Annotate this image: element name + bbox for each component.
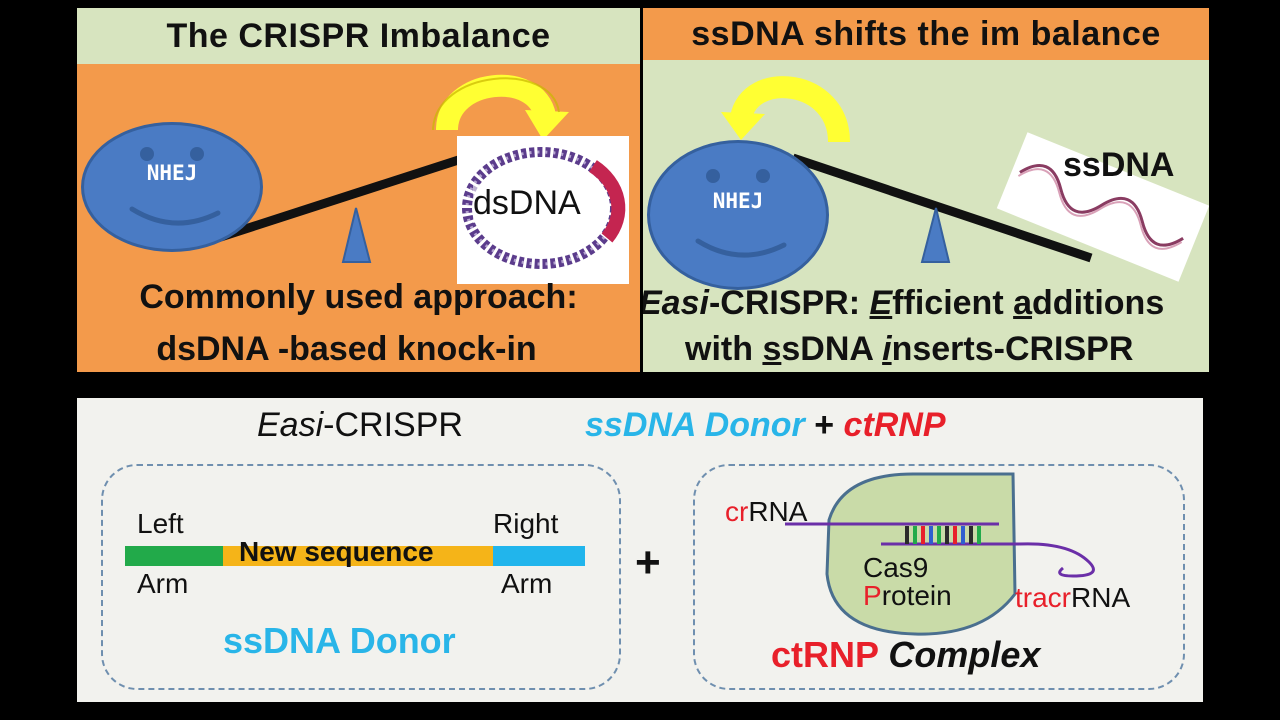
plasmid-icon: [462, 147, 626, 269]
easi-crispr-components-panel: Easi-CRISPR ssDNA Donor + ctRNP Left Rig…: [77, 398, 1203, 702]
left-face-eye: [140, 147, 154, 161]
left-seesaw-fulcrum: [341, 207, 372, 263]
right-caption-line1: Easi-CRISPR: Efficient additions: [643, 284, 1209, 323]
cas9-label-line2: Protein: [863, 580, 952, 612]
cas9-protein-shape: [825, 472, 1017, 636]
header-plus: +: [814, 406, 835, 444]
left-seesaw-beam: [197, 149, 479, 249]
right-caption-nserts: nserts-CRISPR: [891, 330, 1134, 368]
right-nhej-face: NHEJ: [647, 140, 829, 290]
right-yellow-arrow-head: [721, 112, 765, 140]
right-title-bar: ssDNA shifts the im balance: [643, 8, 1209, 60]
left-yellow-arrow-head: [525, 110, 569, 140]
right-caption-crispr: -CRISPR:: [708, 284, 861, 322]
crrna-prefix: cr: [725, 496, 749, 527]
left-caption-line2: dsDNA -based knock-in: [156, 330, 537, 368]
right-caption-fficient: fficient: [892, 284, 1004, 322]
crrna-label: crRNA: [725, 496, 807, 528]
left-panel-title: The CRISPR Imbalance: [166, 16, 551, 55]
left-caption-line1: Commonly used approach:: [139, 278, 578, 316]
header-ssdna-donor: ssDNA Donor: [585, 406, 805, 444]
left-seesaw-graphic: [197, 74, 569, 263]
ssdna-label: ssDNA: [1063, 146, 1175, 184]
right-face-label: NHEJ: [712, 189, 764, 213]
header-crispr: -CRISPR: [323, 406, 463, 444]
right-caption-dditions: dditions: [1032, 284, 1165, 322]
right-caption-line2: with ssDNA inserts-CRISPR: [685, 330, 1205, 369]
cas9-label-line1: Cas9: [863, 552, 929, 583]
left-arm-bottom-label: Arm: [137, 568, 189, 599]
left-yellow-arrow-body: [436, 74, 556, 132]
right-face-eye: [706, 169, 720, 183]
ssdna-strand-box: [996, 132, 1209, 282]
ssdna-donor-label: ssDNA Donor: [223, 620, 456, 661]
dsdna-label: dsDNA: [473, 184, 581, 223]
protein-initial: P: [863, 580, 882, 611]
complex-word: Complex: [888, 634, 1041, 675]
new-sequence-label: New sequence: [239, 536, 434, 567]
tracrrna-label: tracrRNA: [1015, 582, 1130, 614]
protein-rest: rotein: [881, 580, 952, 611]
ssdna-shift-panel: ssDNA shifts the im balance NHEJ ssDNA E…: [643, 8, 1209, 372]
header-ctrnp: ctRNP: [843, 406, 946, 444]
ctrnp-complex-box: [693, 464, 1185, 690]
right-seesaw-fulcrum: [920, 207, 951, 263]
right-caption-sdna: sDNA: [781, 330, 873, 368]
tracrrna-loop: [1018, 542, 1095, 578]
dsdna-plasmid-box: dsDNA: [457, 136, 629, 284]
right-yellow-arrow-body: [730, 76, 850, 143]
right-caption-with: with: [685, 330, 753, 368]
cas9-complex-graphic: [785, 472, 1095, 636]
tracrrna-prefix: tracr: [1015, 582, 1071, 613]
new-sequence-bar: [223, 546, 493, 566]
left-face-label: NHEJ: [146, 161, 198, 185]
right-caption-E: E: [869, 284, 893, 322]
right-arm-top-label: Right: [493, 508, 559, 539]
left-arm-top-label: Left: [137, 508, 184, 539]
right-caption-easi: Easi: [643, 284, 709, 322]
right-face-eye: [756, 169, 770, 183]
right-caption-i: i: [882, 330, 892, 368]
ctrnp-complex-label: ctRNP Complex: [771, 634, 1040, 676]
bottom-header-right: ssDNA Donor + ctRNP: [585, 406, 946, 445]
ssdna-wave-icon: [1017, 163, 1184, 250]
plus-sign: +: [635, 538, 661, 587]
right-panel-title: ssDNA shifts the im balance: [691, 14, 1161, 53]
right-caption-s: s: [762, 330, 782, 368]
crrna-suffix: RNA: [748, 496, 808, 527]
left-arm-bar: [125, 546, 223, 566]
header-easi: Easi: [257, 406, 324, 444]
crispr-imbalance-panel: The CRISPR Imbalance NHEJ dsDNA Commonly…: [77, 8, 640, 372]
right-arm-bar: [493, 546, 585, 566]
left-title-bar: The CRISPR Imbalance: [77, 8, 640, 64]
complex-ctrnp-word: ctRNP: [771, 634, 879, 675]
ssdna-donor-box: [101, 464, 621, 690]
base-pair-ticks: [905, 526, 981, 544]
right-caption-a: a: [1013, 284, 1033, 322]
right-arm-bottom-label: Arm: [501, 568, 553, 599]
left-nhej-face: NHEJ: [81, 122, 263, 252]
right-seesaw-graphic: [721, 76, 1093, 263]
right-seesaw-beam: [791, 153, 1093, 263]
bottom-header: Easi-CRISPR: [257, 406, 463, 445]
tracrrna-suffix: RNA: [1071, 582, 1131, 613]
left-face-eye: [190, 147, 204, 161]
